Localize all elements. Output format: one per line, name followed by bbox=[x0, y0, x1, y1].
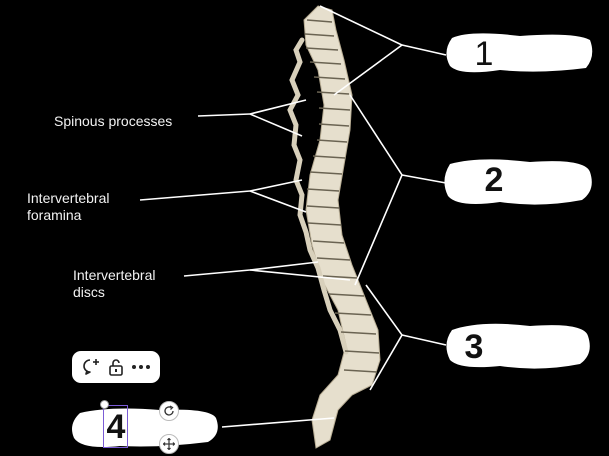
answer-blob-shapes bbox=[72, 33, 593, 447]
floating-toolbar bbox=[72, 351, 160, 383]
label-spinous-processes: Spinous processes bbox=[54, 113, 173, 129]
leader-lines bbox=[139, 5, 447, 428]
answer-blob-1[interactable]: 1 bbox=[474, 35, 494, 73]
rotate-icon[interactable] bbox=[159, 401, 179, 421]
label-intervertebral-discs-line1: Intervertebral bbox=[73, 267, 156, 283]
answer-blob-4[interactable]: 4 bbox=[106, 408, 126, 446]
selection-handle[interactable] bbox=[100, 400, 109, 409]
selection-frame bbox=[103, 405, 128, 448]
comment-add-icon[interactable] bbox=[80, 356, 102, 378]
label-intervertebral-foramina-line2: foramina bbox=[27, 207, 82, 223]
vertebral-column bbox=[287, 5, 381, 449]
answer-blob-3[interactable]: 3 bbox=[464, 328, 484, 366]
answer-blob-2[interactable]: 2 bbox=[484, 161, 504, 199]
label-intervertebral-discs-line2: discs bbox=[73, 284, 105, 300]
move-icon[interactable] bbox=[159, 434, 179, 454]
unlock-icon[interactable] bbox=[105, 356, 127, 378]
label-intervertebral-foramina-line1: Intervertebral bbox=[27, 190, 110, 206]
more-icon[interactable] bbox=[130, 356, 152, 378]
